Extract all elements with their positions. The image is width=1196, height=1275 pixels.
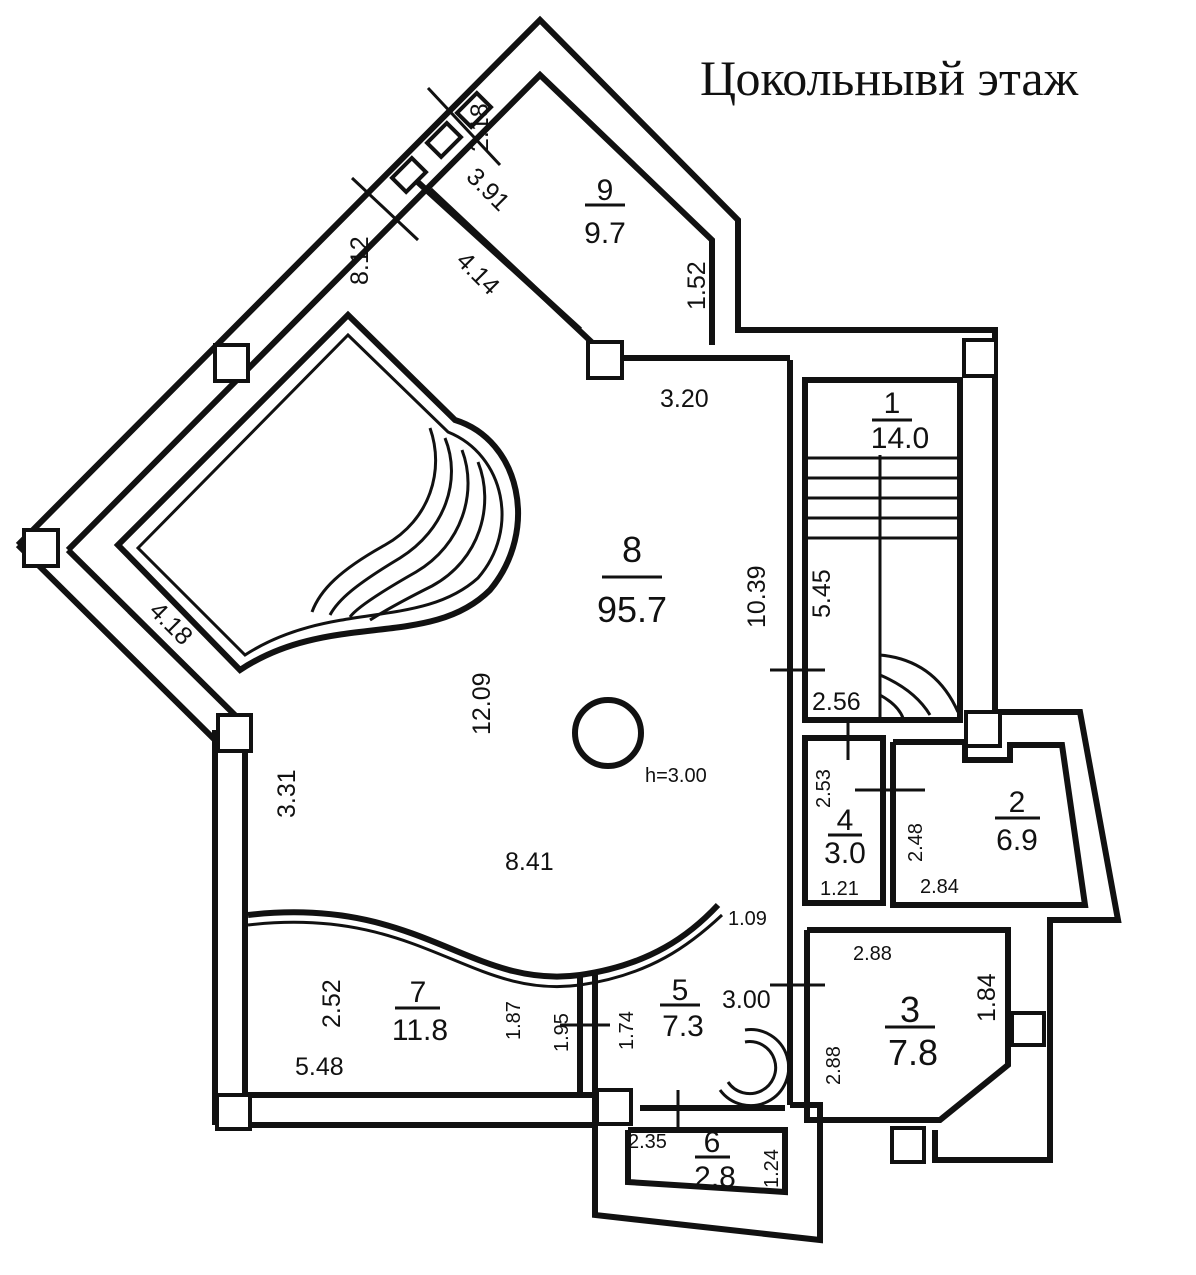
room-5-area: 7.3 <box>662 1010 704 1043</box>
dim-1-87: 1.87 <box>503 1001 525 1040</box>
room-4-area: 3.0 <box>824 837 866 870</box>
curved-partition <box>247 902 724 988</box>
dim-3-00: 3.00 <box>722 986 771 1014</box>
dim-1-74: 1.74 <box>616 1011 638 1050</box>
dim-2-88-left: 2.88 <box>823 1046 845 1085</box>
dimension-labels: 2.18 3.91 8.12 4.14 1.52 3.20 10.39 5.45… <box>144 103 1001 1188</box>
dim-8-12: 8.12 <box>346 236 374 285</box>
dim-4-18: 4.18 <box>144 596 198 650</box>
dim-2-18: 2.18 <box>466 103 494 152</box>
dim-10-39: 10.39 <box>743 565 771 628</box>
dim-8-41: 8.41 <box>505 848 554 876</box>
room-6-number: 6 <box>704 1126 721 1159</box>
dim-3-31: 3.31 <box>273 769 301 818</box>
room-8-area: 95.7 <box>597 589 667 630</box>
room-9-area: 9.7 <box>584 217 626 250</box>
pool <box>113 310 522 674</box>
columns <box>22 338 1046 1164</box>
room-3-number: 3 <box>900 989 920 1030</box>
dim-1-52: 1.52 <box>683 261 711 310</box>
dim-1-09: 1.09 <box>728 908 767 930</box>
room-7-area: 11.8 <box>392 1014 448 1047</box>
dim-2-48: 2.48 <box>905 823 927 862</box>
room-7-number: 7 <box>410 976 427 1009</box>
room-3 <box>804 927 1011 1123</box>
room-1-area: 14.0 <box>871 422 929 455</box>
dim-2-53: 2.53 <box>813 769 835 808</box>
room-6-area: 2.8 <box>694 1161 736 1194</box>
dim-5-45: 5.45 <box>808 569 836 618</box>
dim-1-21: 1.21 <box>820 878 859 900</box>
dim-12-09: 12.09 <box>468 672 496 735</box>
dim-2-35: 2.35 <box>628 1131 667 1153</box>
plan-title: Цокольнывй этаж <box>700 50 1079 106</box>
dim-2-52: 2.52 <box>318 979 346 1028</box>
room-2-area: 6.9 <box>996 824 1038 857</box>
room-9-number: 9 <box>597 174 614 207</box>
staircase-room-1 <box>802 377 963 723</box>
height-note: h=3.00 <box>645 765 707 787</box>
door-marks <box>560 668 925 1130</box>
dim-2-56: 2.56 <box>812 688 861 716</box>
room-1-number: 1 <box>884 387 901 420</box>
outer-walls <box>15 15 1122 1244</box>
dim-5-48: 5.48 <box>295 1053 344 1081</box>
dim-1-24: 1.24 <box>761 1149 783 1188</box>
windows <box>350 86 502 242</box>
round-column <box>572 697 644 769</box>
dim-2-88-top: 2.88 <box>853 943 892 965</box>
room-labels: 9 9.7 8 95.7 1 14.0 4 3.0 2 6.9 3 7.8 7 … <box>392 174 1040 1194</box>
room-9-walls <box>407 172 603 353</box>
dim-2-84: 2.84 <box>920 876 959 898</box>
room-2-number: 2 <box>1009 786 1026 819</box>
room-5-number: 5 <box>672 974 689 1007</box>
room-4-number: 4 <box>837 804 854 837</box>
room-3-area: 7.8 <box>888 1032 938 1073</box>
room-8-number: 8 <box>622 529 642 570</box>
dim-3-91: 3.91 <box>461 162 515 216</box>
dim-3-20: 3.20 <box>660 385 709 413</box>
dim-1-84: 1.84 <box>973 973 1001 1022</box>
dim-1-95: 1.95 <box>551 1013 573 1052</box>
